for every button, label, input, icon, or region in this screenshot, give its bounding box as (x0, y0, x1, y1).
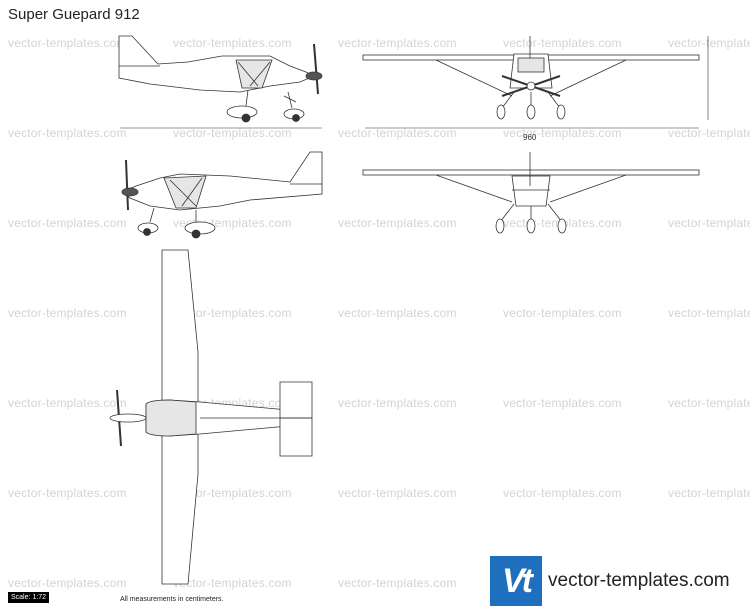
watermark: vector-templates.com (8, 36, 127, 50)
watermark: vector-templates.com (173, 576, 292, 590)
rear-view (362, 152, 700, 234)
top-view (109, 249, 313, 585)
wingspan-dimension: 960 (523, 133, 537, 142)
watermark: vector-templates.com (8, 216, 127, 230)
watermark: vector-templates.com (668, 216, 750, 230)
watermark: vector-templates.com (8, 126, 127, 140)
watermark: vector-templates.com (668, 396, 750, 410)
watermark: vector-templates.com (668, 36, 750, 50)
watermark: vector-templates.com (173, 306, 292, 320)
watermark: vector-templates.com (503, 126, 622, 140)
watermark: vector-templates.com (503, 36, 622, 50)
logo-text[interactable]: vector-templates.com (548, 570, 730, 591)
watermark: vector-templates.com (668, 486, 750, 500)
measurement-note: All measurements in centimeters. (120, 596, 224, 603)
watermark: vector-templates.com (8, 486, 127, 500)
watermark: vector-templates.com (503, 396, 622, 410)
watermark: vector-templates.com (503, 486, 622, 500)
watermark: vector-templates.com (173, 36, 292, 50)
watermark: vector-templates.com (173, 486, 292, 500)
watermark: vector-templates.com (338, 396, 457, 410)
watermark: vector-templates.com (338, 486, 457, 500)
side-view-right (118, 35, 323, 129)
watermark: vector-templates.com (8, 396, 127, 410)
watermark: vector-templates.com (338, 306, 457, 320)
watermark: vector-templates.com (338, 216, 457, 230)
watermark: vector-templates.com (668, 126, 750, 140)
page-title: Super Guepard 912 (8, 6, 140, 23)
watermark: vector-templates.com (8, 576, 127, 590)
scale-label: Scale: 1:72 (8, 592, 50, 603)
watermark: vector-templates.com (503, 306, 622, 320)
side-view-left (121, 151, 323, 239)
watermark: vector-templates.com (338, 36, 457, 50)
vt-logo-icon[interactable]: Vt (490, 556, 542, 606)
watermark: vector-templates.com (338, 126, 457, 140)
front-view (362, 36, 709, 129)
watermark: vector-templates.com (338, 576, 457, 590)
watermark: vector-templates.com (173, 126, 292, 140)
watermark: vector-templates.com (668, 306, 750, 320)
watermark: vector-templates.com (8, 306, 127, 320)
